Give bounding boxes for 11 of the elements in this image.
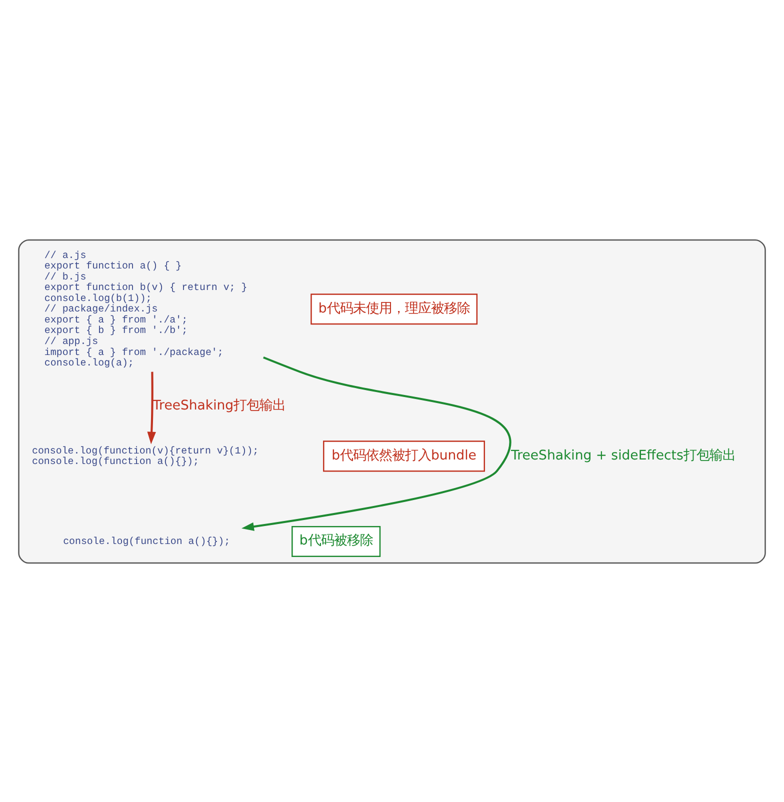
arrow bbox=[241, 356, 511, 530]
node-box: b代码被移除 bbox=[292, 525, 381, 557]
node-text: // a.js export function a() { } // b.js export function b(v) { return v; } console.log(b(1)); // package/index.js export { a } from './a'; export { b } from './b'; // app.js import { a } from './package'; console.log(a); bbox=[44, 249, 248, 368]
edge-label: TreeShaking + sideEffects打包输出 bbox=[510, 448, 736, 463]
node-text: console.log(function a(){}); bbox=[63, 536, 230, 547]
arrow bbox=[147, 371, 156, 444]
node-box: b代码未使用，理应被移除 bbox=[310, 293, 478, 324]
node-text: console.log(function(v){return v}(1)); console.log(function a(){}); bbox=[32, 444, 259, 467]
node-box: b代码依然被打入bundle bbox=[323, 440, 485, 472]
cluster bbox=[18, 238, 766, 564]
edge-label: TreeShaking打包输出 bbox=[152, 398, 286, 414]
